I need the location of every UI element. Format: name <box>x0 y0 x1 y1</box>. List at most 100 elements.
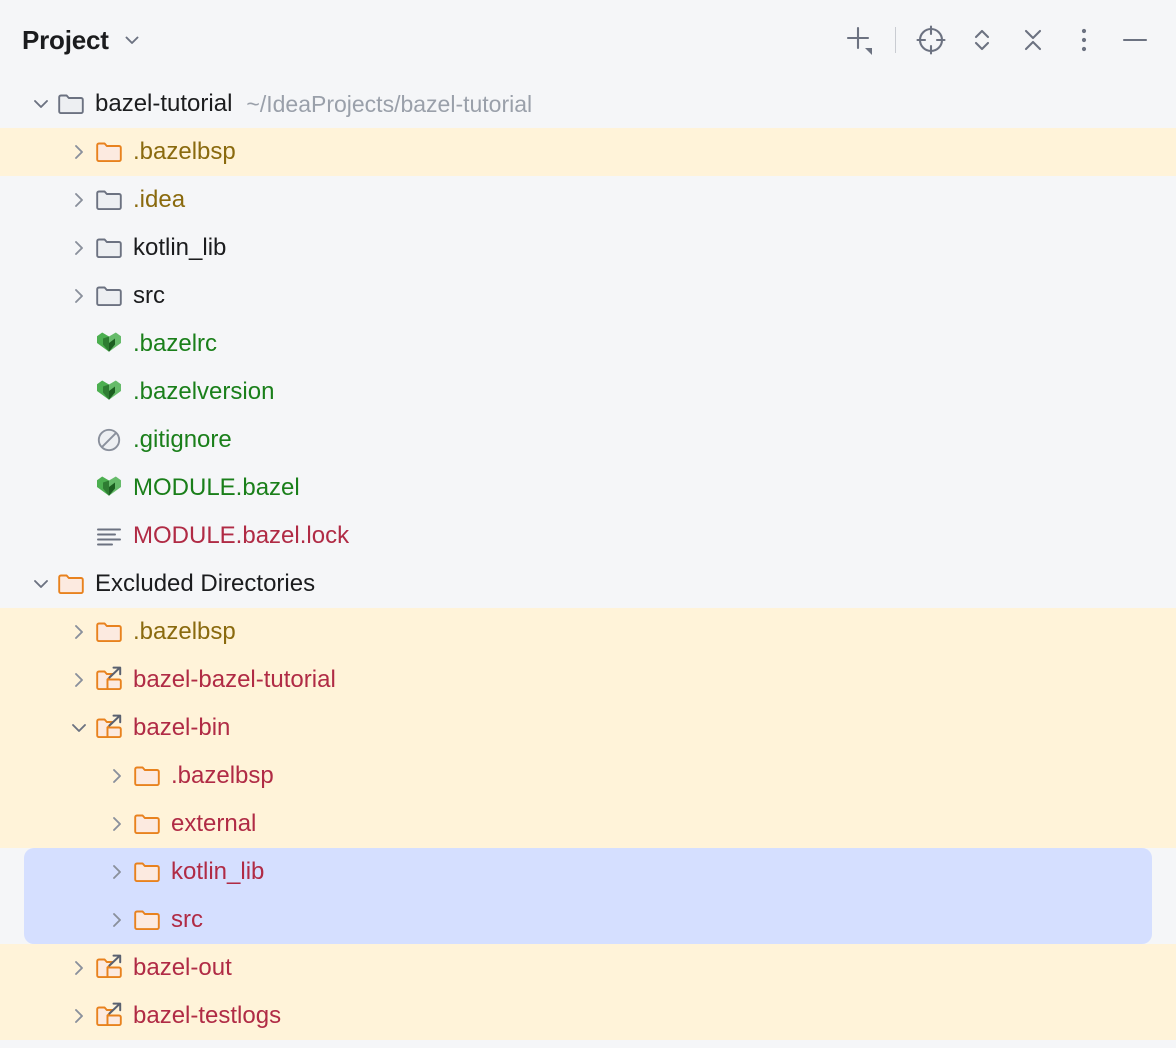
folder-gray-icon <box>94 233 126 263</box>
folder-orange-icon <box>56 569 88 599</box>
toolbar-separator <box>895 27 896 53</box>
tree-node-label: src <box>133 282 165 309</box>
chevron-down-icon[interactable] <box>26 569 56 599</box>
chevron-right-icon[interactable] <box>64 185 94 215</box>
tree-row[interactable]: .bazelbsp <box>0 128 1176 176</box>
row-background <box>0 128 1176 176</box>
ignored-file-icon <box>94 425 126 455</box>
tree-row[interactable]: bazel-bazel-tutorial <box>0 656 1176 704</box>
tool-window-toolbar <box>837 17 1158 63</box>
folder-orange-icon <box>132 809 164 839</box>
row-content: bazel-tutorial~/IdeaProjects/bazel-tutor… <box>0 80 1176 128</box>
twisty-placeholder <box>64 377 94 407</box>
tree-row[interactable]: bazel-bin <box>0 704 1176 752</box>
add-new-button[interactable] <box>837 17 883 63</box>
row-background <box>0 704 1176 752</box>
tree-node-label: bazel-bin <box>133 714 231 741</box>
row-content: .bazelbsp <box>0 128 1176 176</box>
hide-tool-window-button[interactable] <box>1112 17 1158 63</box>
row-content: bazel-testlogs <box>0 992 1176 1040</box>
chevron-right-icon[interactable] <box>64 665 94 695</box>
row-content: .bazelversion <box>0 368 1176 416</box>
tree-row[interactable]: bazel-out <box>0 944 1176 992</box>
chevron-right-icon[interactable] <box>102 905 132 935</box>
row-content: MODULE.bazel <box>0 464 1176 512</box>
tree-node-label: Excluded Directories <box>95 570 316 597</box>
tree-node-label: src <box>171 906 203 933</box>
row-background <box>0 656 1176 704</box>
twisty-placeholder <box>64 521 94 551</box>
row-content: bazel-bin <box>0 704 1176 752</box>
tree-row[interactable]: MODULE.bazel <box>0 464 1176 512</box>
tree-row[interactable]: external <box>0 800 1176 848</box>
chevron-right-icon[interactable] <box>64 1001 94 1031</box>
tree-node-label: bazel-bazel-tutorial <box>133 666 336 693</box>
tree-node-label: kotlin_lib <box>133 234 227 261</box>
text-file-icon <box>94 521 126 551</box>
bazel-leaf-icon <box>94 329 126 359</box>
chevron-right-icon[interactable] <box>64 617 94 647</box>
project-title-group[interactable]: Project <box>22 25 143 56</box>
chevron-right-icon[interactable] <box>102 761 132 791</box>
tree-row[interactable]: kotlin_lib <box>0 224 1176 272</box>
tree-node-path: ~/IdeaProjects/bazel-tutorial <box>246 90 533 117</box>
folder-orange-icon <box>94 137 126 167</box>
chevron-right-icon[interactable] <box>64 953 94 983</box>
row-content: bazel-out <box>0 944 1176 992</box>
chevron-right-icon[interactable] <box>64 281 94 311</box>
chevron-right-icon[interactable] <box>102 809 132 839</box>
row-content: src <box>0 896 1176 944</box>
select-opened-file-button[interactable] <box>908 17 954 63</box>
tree-node-label: external <box>171 810 257 837</box>
folder-orange-icon <box>94 617 126 647</box>
tree-row[interactable]: .bazelbsp <box>0 752 1176 800</box>
tree-row[interactable]: .idea <box>0 176 1176 224</box>
chevron-down-icon[interactable] <box>26 89 56 119</box>
tree-row[interactable]: .bazelrc <box>0 320 1176 368</box>
more-options-button[interactable] <box>1061 17 1107 63</box>
twisty-placeholder <box>64 425 94 455</box>
project-tree[interactable]: bazel-tutorial~/IdeaProjects/bazel-tutor… <box>0 80 1176 1048</box>
row-background <box>0 752 1176 800</box>
tree-row[interactable]: Excluded Directories <box>0 560 1176 608</box>
tree-node-label: .bazelversion <box>133 378 275 405</box>
row-content: src <box>0 272 1176 320</box>
folder-gray-icon <box>56 89 88 119</box>
tree-row[interactable]: src <box>0 272 1176 320</box>
folder-symlink-icon <box>94 713 126 743</box>
tool-window-header: Project <box>0 0 1176 80</box>
tree-row[interactable]: kotlin_lib <box>0 848 1176 896</box>
chevron-down-icon[interactable] <box>64 713 94 743</box>
row-content: kotlin_lib <box>0 848 1176 896</box>
tree-node-label: .idea <box>133 186 186 213</box>
chevron-down-icon[interactable] <box>121 29 143 51</box>
tree-row[interactable]: .bazelversion <box>0 368 1176 416</box>
tree-row[interactable]: src <box>0 896 1176 944</box>
tree-node-label: .bazelbsp <box>133 618 236 645</box>
twisty-placeholder <box>64 329 94 359</box>
bazel-leaf-icon <box>94 377 126 407</box>
tree-row[interactable]: MODULE.bazel.lock <box>0 512 1176 560</box>
tree-row[interactable]: bazel-tutorial~/IdeaProjects/bazel-tutor… <box>0 80 1176 128</box>
folder-orange-icon <box>132 761 164 791</box>
chevron-right-icon[interactable] <box>64 233 94 263</box>
folder-orange-icon <box>132 857 164 887</box>
row-content: .gitignore <box>0 416 1176 464</box>
row-content: .idea <box>0 176 1176 224</box>
collapse-all-button[interactable] <box>1010 17 1056 63</box>
tree-node-label: kotlin_lib <box>171 858 265 885</box>
row-background <box>0 992 1176 1040</box>
tree-row[interactable]: .gitignore <box>0 416 1176 464</box>
row-content: .bazelbsp <box>0 752 1176 800</box>
tree-row[interactable]: .bazelbsp <box>0 608 1176 656</box>
bazel-leaf-icon <box>94 473 126 503</box>
chevron-right-icon[interactable] <box>102 857 132 887</box>
chevron-right-icon[interactable] <box>64 137 94 167</box>
tree-row[interactable]: bazel-testlogs <box>0 992 1176 1040</box>
row-content: external <box>0 800 1176 848</box>
expand-collapse-button[interactable] <box>959 17 1005 63</box>
row-background <box>0 800 1176 848</box>
folder-symlink-icon <box>94 665 126 695</box>
row-content: Excluded Directories <box>0 560 1176 608</box>
tree-node-label: bazel-testlogs <box>133 1002 282 1029</box>
